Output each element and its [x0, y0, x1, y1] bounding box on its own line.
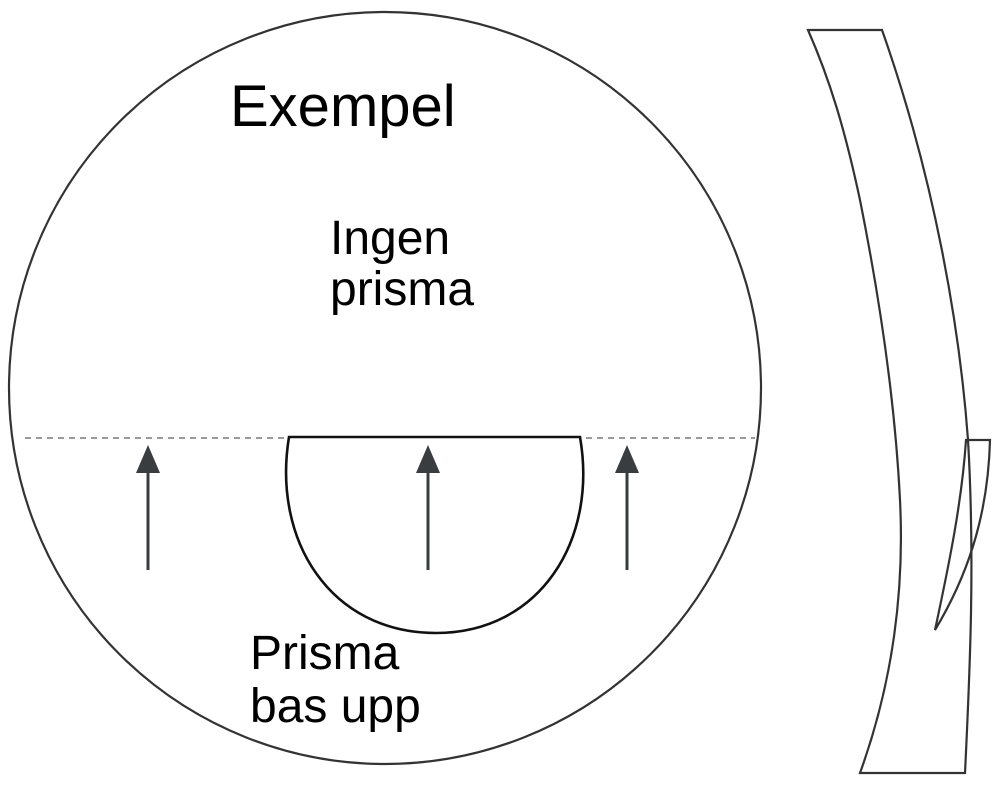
arrow-right-head [615, 445, 639, 473]
diagram-title: Exempel [230, 74, 456, 139]
upper-zone-label-line1: Ingen [330, 212, 451, 265]
lower-zone-label-line1: Prisma [250, 627, 400, 680]
lower-zone-label-line2: bas upp [250, 680, 421, 733]
lens-side-view [806, 28, 973, 775]
arrow-left-head [136, 445, 160, 473]
arrow-center-head [416, 445, 440, 473]
lens-side-segment [933, 438, 992, 631]
base-up-arrows [136, 445, 639, 570]
lens-front-view [7, 10, 763, 766]
prism-segment [284, 435, 585, 635]
upper-zone-label-line2: prisma [330, 263, 475, 316]
